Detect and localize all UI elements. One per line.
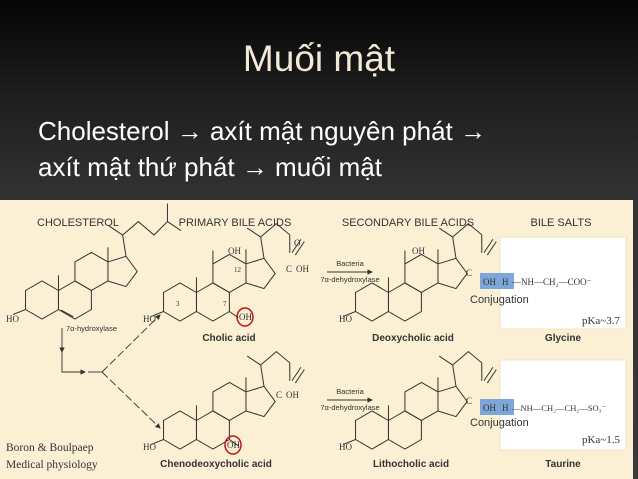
glycine-oh-highlight	[480, 273, 514, 289]
header-bile-salts: BILE SALTS	[531, 217, 592, 229]
cheno-oh-7: OH	[227, 440, 240, 450]
cholic-oh-12: OH	[228, 246, 241, 256]
credit-line-1: Boron & Boulpaep	[6, 442, 94, 454]
enzyme-hydroxylase: 7α-hydroxylase	[66, 324, 117, 333]
taurine-oh-highlight	[480, 399, 514, 415]
cholic-oh-circle	[236, 307, 254, 327]
chenodeoxycholic-acid-label: Chenodeoxycholic acid	[160, 459, 272, 470]
body-line-2: axít mật thứ phát → muối mật	[38, 152, 382, 182]
header-secondary: SECONDARY BILE ACIDS	[342, 217, 474, 229]
lithocholic-c: C	[466, 396, 472, 406]
taurine-box	[499, 359, 627, 451]
cheno-ho: HO	[143, 442, 156, 452]
header-primary: PRIMARY BILE ACIDS	[179, 217, 292, 229]
glycine-label: Glycine	[545, 333, 582, 344]
cheno-oh-circle	[224, 435, 242, 455]
taurine-oh: OH	[483, 403, 496, 413]
cheno-oh-acid: OH	[286, 390, 299, 400]
cholic-oh-7: OH	[239, 312, 252, 322]
cholesterol-structure	[12, 203, 182, 320]
lithocholic-ho: HO	[339, 442, 352, 452]
enzyme-dehydroxylase-2: 7α-dehydroxylase	[320, 403, 379, 412]
cholic-c12: 12	[234, 266, 242, 274]
deoxycholic-oh-12: OH	[412, 246, 425, 256]
cholic-oh-acid: OH	[296, 264, 309, 274]
credit-line-2: Medical physiology	[6, 459, 98, 471]
slide-title: Muối mật	[242, 38, 396, 79]
diagram-svg: CHOLESTEROL PRIMARY BILE ACIDS SECONDARY…	[6, 203, 627, 470]
header-cholesterol: CHOLESTEROL	[37, 217, 119, 229]
glycine-chain: —NH—CH₂—COO⁻	[511, 277, 592, 287]
conjugation-label-2: Conjugation	[470, 417, 529, 429]
cholic-c3: 3	[176, 300, 180, 308]
chenodeoxycholic-acid-structure	[150, 351, 305, 450]
bacteria-label-2: Bacteria	[336, 387, 364, 396]
bacteria-label-1: Bacteria	[336, 259, 364, 268]
enzyme-dehydroxylase-1: 7α-dehydroxylase	[320, 275, 379, 284]
cholic-o: O	[294, 238, 301, 248]
cholic-c7: 7	[223, 300, 227, 308]
glycine-h: H	[502, 277, 509, 287]
bile-acid-diagram: CHOLESTEROL PRIMARY BILE ACIDS SECONDARY…	[0, 200, 633, 479]
deoxycholic-c: C	[466, 268, 472, 278]
pka-taurine: pKa~1.5	[582, 434, 621, 446]
conjugation-label-1: Conjugation	[470, 294, 529, 306]
deoxycholic-acid-structure	[342, 223, 497, 322]
cholic-ho-3: HO	[143, 314, 156, 324]
pka-glycine: pKa~3.7	[582, 315, 621, 327]
taurine-h: H	[502, 403, 509, 413]
deoxycholic-acid-label: Deoxycholic acid	[372, 333, 454, 344]
cheno-c: C	[276, 390, 282, 400]
deoxycholic-ho: HO	[339, 314, 352, 324]
cholic-acid-structure	[150, 223, 305, 322]
pathway-arrows	[59, 269, 373, 429]
glycine-oh: OH	[483, 277, 496, 287]
cholic-acid-label: Cholic acid	[202, 333, 255, 344]
cholesterol-ho: HO	[6, 314, 19, 324]
taurine-chain: —NH—CH₂—CH₂—SO₃⁻	[511, 403, 607, 413]
body-line-1: Cholesterol → axít mật nguyên phát →	[38, 116, 487, 146]
lithocholic-acid-label: Lithocholic acid	[373, 459, 449, 470]
cholic-c: C	[286, 264, 292, 274]
taurine-label: Taurine	[545, 459, 581, 470]
glycine-box	[499, 236, 627, 330]
